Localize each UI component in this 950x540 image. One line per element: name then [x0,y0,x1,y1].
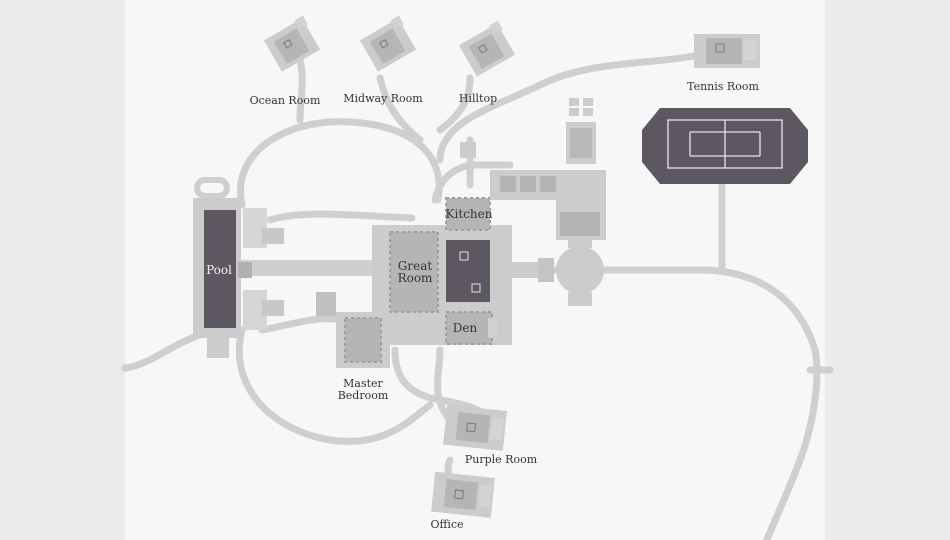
west-wing-block [316,292,336,316]
path-north-loop [237,118,443,209]
tennis-court [642,108,808,184]
path-midway-room [376,74,424,144]
tiny-box-c [569,108,579,116]
pool-cabana-b [262,300,284,316]
path-inner-arc [266,210,416,224]
cottage-midway-room [359,15,417,72]
tiny-box-a [569,98,579,106]
cottage-ocean-room [263,15,321,72]
main-house [316,98,606,345]
great-room-block [389,231,439,313]
label-office: Office [430,518,464,531]
path-hilltop [436,74,474,134]
label-purple-room: Purple Room [464,453,538,466]
master-bedroom-inner [344,317,382,363]
pool-foot [207,338,229,358]
path-east-curve [696,266,821,540]
master-bedroom-building [336,312,390,368]
label-great-room-line1: Great [397,259,433,273]
north-kiosk [460,142,476,158]
cottage-purple-room [443,404,507,451]
path-west-exit [121,331,204,372]
label-great-room: Great Room [398,260,433,284]
pool-cabana-a [262,228,284,244]
round-court-bottom [568,292,592,306]
cottage-hilltop [458,20,516,77]
path-ocean-room [296,56,306,124]
east-connector [510,262,546,278]
path-north-loop-east [431,161,514,204]
path-west-loop [235,326,434,445]
path-south-b [434,346,454,424]
label-master-bedroom-line2: Bedroom [337,389,389,402]
east-wing-inner [560,212,600,236]
label-hilltop: Hilltop [458,92,498,105]
pool-hook [194,177,230,199]
cottage-tennis-room [694,34,760,68]
hall-square-a [459,251,469,261]
den-side [488,318,498,338]
central-hall [446,240,490,302]
tiny-box-d [583,108,593,116]
service-room-b [520,176,536,192]
kitchen-block [445,197,491,231]
label-tennis-room: Tennis Room [687,80,759,93]
label-master-bedroom: Master Bedroom [338,378,389,402]
path-tennis-north [436,51,704,164]
round-court-top [568,236,592,248]
label-den: Den [452,321,478,335]
pool-step [238,262,252,278]
label-kitchen: Kitchen [445,207,493,221]
service-room-a [500,176,516,192]
east-connector-pad [538,258,554,282]
label-pool: Pool [206,263,232,277]
north-annex-inner [570,128,592,158]
label-ocean-room: Ocean Room [249,94,321,107]
hall-square-b [471,283,481,293]
label-master-bedroom-line1: Master [343,377,383,390]
cottage-office [431,471,495,518]
pool-water [204,210,236,328]
label-midway-room: Midway Room [343,92,423,105]
round-court [556,246,604,294]
tiny-box-b [583,98,593,106]
label-great-room-line2: Room [397,271,433,285]
pool-complex [193,177,284,358]
service-room-c [540,176,556,192]
path-inner-arc-south [258,315,344,334]
